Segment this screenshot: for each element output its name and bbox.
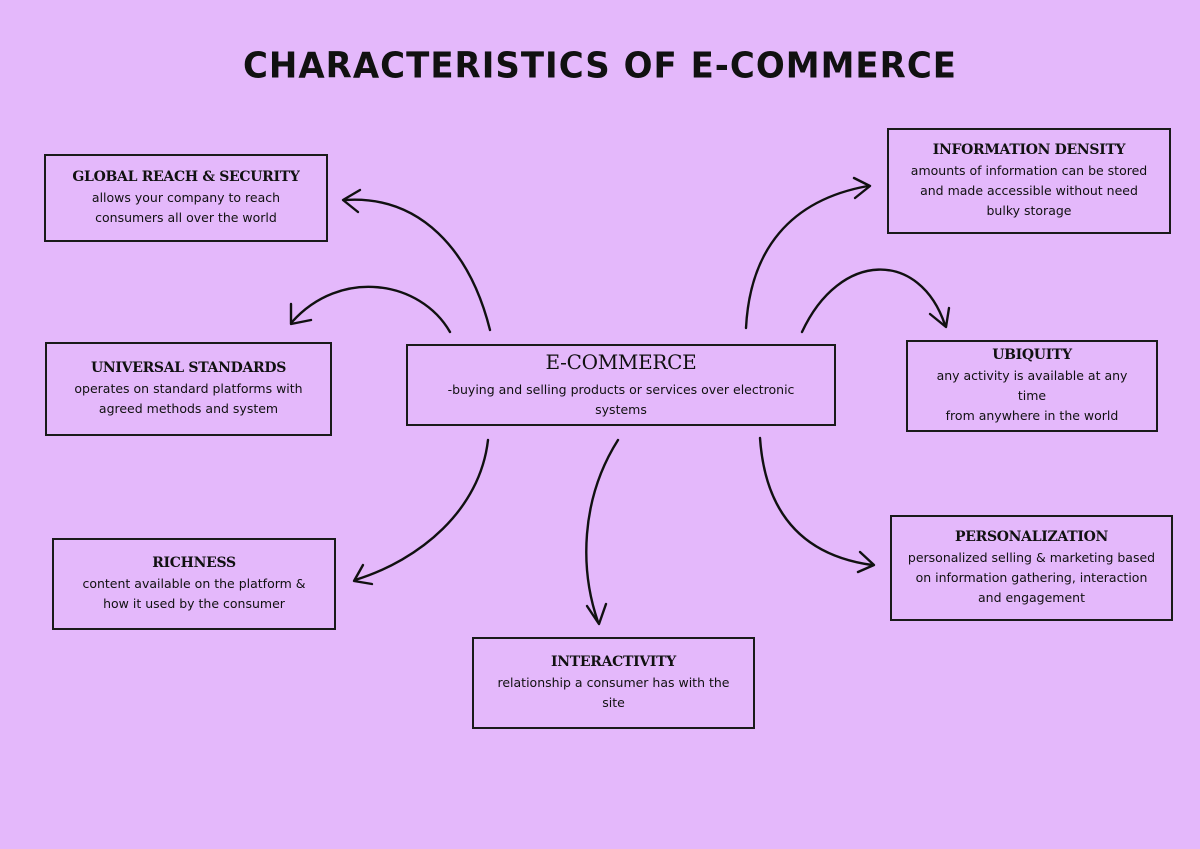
page-title: CHARACTERISTICS OF E-COMMERCE xyxy=(242,45,958,87)
node-description-line: amounts of information can be stored xyxy=(910,162,1148,178)
node-interactivity: INTERACTIVITY relationship a consumer ha… xyxy=(472,637,755,729)
node-heading: GLOBAL REACH & SECURITY xyxy=(72,168,300,185)
node-description-line: any activity is available at any time xyxy=(936,367,1128,403)
arrow-to-information-density xyxy=(744,184,870,330)
arrowhead-information-density xyxy=(852,176,872,200)
node-description-line: from anywhere in the world xyxy=(945,407,1119,423)
node-description-line: bulky storage xyxy=(986,202,1072,218)
arrow-to-personalization xyxy=(758,436,874,567)
node-description-line: relationship a consumer has with the xyxy=(497,674,730,690)
arrowhead-personalization xyxy=(856,550,876,574)
node-description-line: personalized selling & marketing based xyxy=(907,549,1156,565)
arrowhead-ubiquity xyxy=(928,306,951,329)
arrowhead-global-reach xyxy=(341,188,362,214)
node-description-line: consumers all over the world xyxy=(95,209,277,225)
arrowhead-richness xyxy=(352,563,374,586)
node-heading: UBIQUITY xyxy=(992,346,1072,363)
node-personalization: PERSONALIZATION personalized selling & m… xyxy=(890,515,1173,621)
center-node-description: -buying and selling products or services… xyxy=(447,382,795,417)
node-description-line: site xyxy=(602,694,625,710)
node-description-line: content available on the platform & xyxy=(82,575,306,591)
arrowhead-interactivity xyxy=(585,602,608,626)
node-heading: PERSONALIZATION xyxy=(955,528,1108,545)
node-heading: RICHNESS xyxy=(152,554,236,571)
node-information-density: INFORMATION DENSITY amounts of informati… xyxy=(887,128,1171,234)
arrow-to-ubiquity xyxy=(800,268,947,334)
node-description-line: and engagement xyxy=(977,589,1085,605)
node-description-line: and made accessible without need xyxy=(920,182,1138,198)
node-description-line: operates on standard platforms with xyxy=(74,380,303,396)
node-ubiquity: UBIQUITY any activity is available at an… xyxy=(906,340,1158,432)
node-description-line: how it used by the consumer xyxy=(103,595,285,611)
node-global-reach: GLOBAL REACH & SECURITY allows your comp… xyxy=(44,154,328,242)
arrow-to-global-reach xyxy=(343,198,492,332)
center-node-heading: E-COMMERCE xyxy=(545,350,697,374)
node-description-line: agreed methods and system xyxy=(98,400,279,416)
node-heading: INFORMATION DENSITY xyxy=(932,141,1126,158)
arrowhead-universal-standards xyxy=(289,302,313,326)
node-heading: INTERACTIVITY xyxy=(551,653,676,670)
node-heading: UNIVERSAL STANDARDS xyxy=(90,359,287,376)
node-description-line: allows your company to reach xyxy=(91,189,281,205)
arrow-to-richness xyxy=(353,438,490,582)
node-universal-standards: UNIVERSAL STANDARDS operates on standard… xyxy=(45,342,332,436)
center-node-ecommerce: E-COMMERCE -buying and selling products … xyxy=(406,344,836,426)
arrow-to-universal-standards xyxy=(290,285,452,334)
node-richness: RICHNESS content available on the platfo… xyxy=(52,538,336,630)
node-description-line: on information gathering, interaction xyxy=(915,569,1148,585)
arrow-to-interactivity xyxy=(585,438,620,624)
